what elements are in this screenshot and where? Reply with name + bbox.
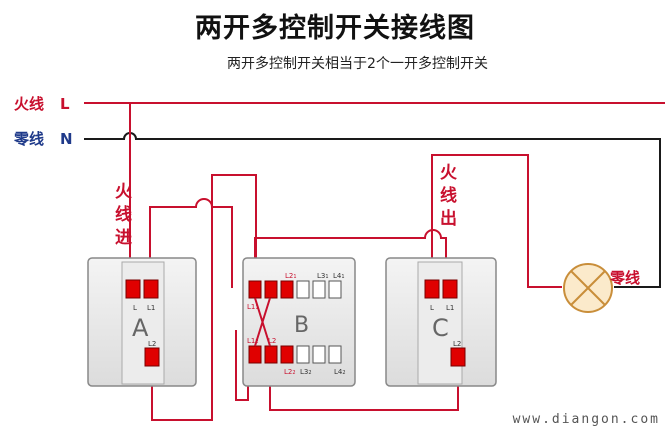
switch-a-terminal-l2 <box>144 347 160 367</box>
live-line-letter: L <box>60 95 70 113</box>
switch-b: L21 L31 L41 L11 L12 L2 L22 L32 L42 B <box>242 257 356 387</box>
svg-text:L31: L31 <box>317 272 329 280</box>
svg-text:线: 线 <box>115 204 132 225</box>
lamp <box>563 263 613 313</box>
wire-a-l1-to-b <box>149 198 233 288</box>
lamp-neutral-wire <box>614 275 661 288</box>
svg-text:L12: L12 <box>247 337 259 345</box>
svg-text:L2: L2 <box>148 340 156 348</box>
svg-text:L1: L1 <box>147 304 155 312</box>
svg-text:L32: L32 <box>300 368 312 376</box>
neutral-wire <box>84 132 661 275</box>
neutral-line: 零线 N <box>13 130 661 288</box>
live-in-label: 火 线 进 <box>115 182 133 248</box>
svg-text:L1: L1 <box>446 304 454 312</box>
svg-text:出: 出 <box>440 208 457 229</box>
svg-text:L22: L22 <box>284 368 296 376</box>
svg-text:火: 火 <box>440 163 458 183</box>
svg-text:L42: L42 <box>334 368 346 376</box>
wire-c-to-lamp <box>431 154 562 288</box>
lamp-neutral-label: 零线 <box>609 269 640 287</box>
wire-b-to-c-upper <box>254 229 447 288</box>
svg-text:火: 火 <box>115 182 133 202</box>
wire-a-l2-loop <box>151 174 257 421</box>
svg-text:进: 进 <box>115 228 132 248</box>
wire-b-bottom-left <box>235 330 249 401</box>
page-subtitle: 两开多控制开关相当于2个一开多控制开关 <box>227 56 488 72</box>
svg-text:线: 线 <box>440 185 457 206</box>
svg-text:L: L <box>133 304 137 312</box>
svg-text:L21: L21 <box>285 272 297 280</box>
svg-text:L11: L11 <box>247 303 259 311</box>
switch-a-letter: A <box>132 314 149 342</box>
switch-b-letter: B <box>294 313 309 338</box>
svg-text:L2: L2 <box>268 337 276 345</box>
live-line-label: 火线 <box>14 95 44 113</box>
switch-c: L L1 L2 C <box>385 257 497 387</box>
live-line: 火线 L <box>14 95 665 113</box>
switch-c-letter: C <box>432 314 449 342</box>
wire-b-to-c-lower <box>269 355 459 411</box>
page-title: 两开多控制开关接线图 <box>195 13 475 44</box>
neutral-line-letter: N <box>60 130 73 148</box>
switch-a-terminal-l1 <box>143 279 159 299</box>
live-out-label: 火 线 出 <box>440 163 458 229</box>
svg-text:L41: L41 <box>333 272 345 280</box>
switch-a-terminal-l <box>125 279 141 299</box>
svg-text:L: L <box>430 304 434 312</box>
watermark: www.diangon.com <box>512 412 660 427</box>
svg-text:L2: L2 <box>453 340 461 348</box>
switch-a: L L1 L2 A <box>87 257 197 387</box>
neutral-line-label: 零线 <box>13 130 44 148</box>
